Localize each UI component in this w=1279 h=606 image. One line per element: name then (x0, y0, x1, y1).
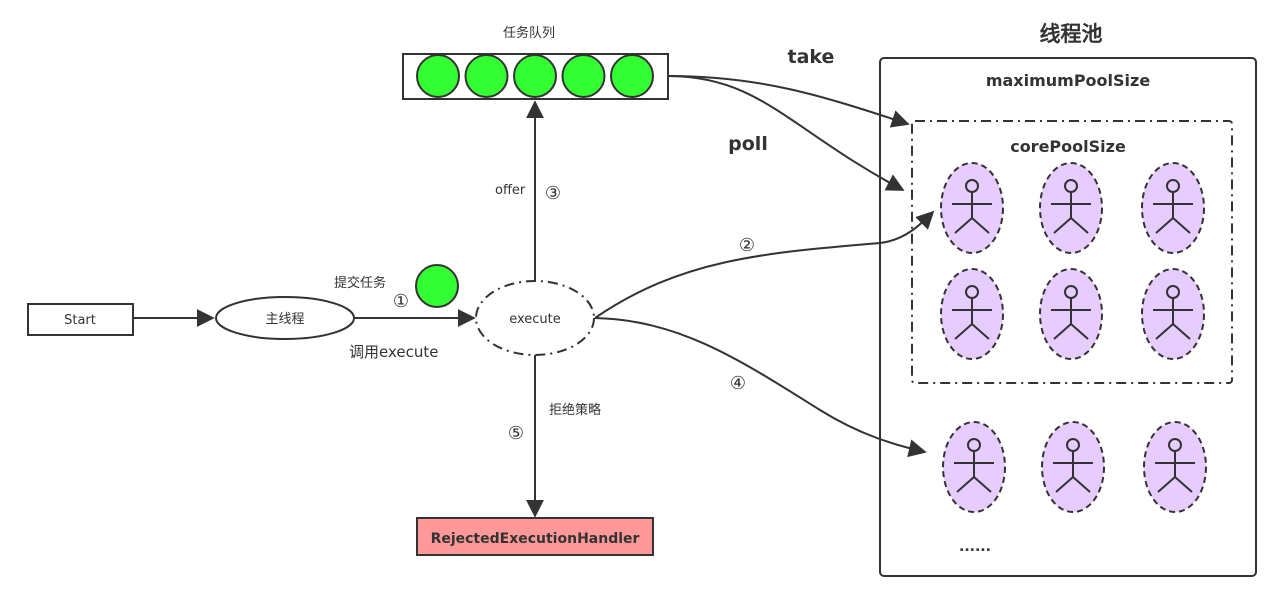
queued-task (561, 54, 606, 98)
execute-node: execute (475, 280, 595, 356)
take-label: take (788, 46, 835, 68)
step-1: ① (393, 291, 409, 312)
svg-text:主线程: 主线程 (265, 312, 304, 327)
max-pool-size-label: maximumPoolSize (986, 71, 1151, 90)
worker-thread (940, 162, 1004, 254)
svg-text:Start: Start (64, 313, 96, 328)
start-node: Start (27, 303, 134, 336)
queued-task (464, 54, 509, 98)
svg-text:RejectedExecutionHandler: RejectedExecutionHandler (431, 531, 640, 547)
queue-tasks (416, 54, 654, 98)
worker-thread (1143, 421, 1207, 513)
max-pool-box (879, 57, 1257, 577)
queued-task (610, 54, 654, 98)
queued-task (416, 54, 460, 98)
step-3: ③ (545, 183, 561, 204)
core-pool-box (911, 120, 1233, 384)
reject-policy-label: 拒绝策略 (549, 402, 601, 418)
worker-thread (1141, 268, 1205, 360)
edge-poll (667, 75, 905, 191)
worker-thread (1141, 162, 1205, 254)
step-2: ② (739, 235, 755, 256)
queued-task (513, 54, 557, 98)
worker-thread (942, 421, 1006, 513)
worker-thread (940, 268, 1004, 360)
submitted-task (415, 264, 459, 308)
offer-label: offer (495, 183, 526, 198)
extra-workers (942, 421, 1207, 513)
more-workers-ellipsis: ...... (959, 539, 991, 555)
main-thread-node: 主线程 (215, 296, 355, 340)
edge-take (667, 75, 910, 128)
rejected-handler-node: RejectedExecutionHandler (416, 517, 654, 556)
edge-core-worker (594, 210, 935, 319)
thread-pool-title: 线程池 (1040, 22, 1103, 46)
step-4: ④ (730, 373, 746, 394)
worker-thread (1039, 268, 1103, 360)
submit-task-label: 提交任务 (334, 275, 386, 291)
poll-label: poll (728, 133, 768, 155)
svg-text:execute: execute (509, 312, 561, 327)
edge-extra-worker (594, 317, 927, 458)
step-5: ⑤ (508, 423, 524, 444)
worker-thread (1041, 421, 1105, 513)
core-workers (940, 162, 1205, 360)
call-execute-label: 调用execute (349, 343, 438, 361)
core-pool-size-label: corePoolSize (1010, 137, 1126, 156)
task-queue-label: 任务队列 (503, 25, 555, 41)
worker-thread (1039, 162, 1103, 254)
